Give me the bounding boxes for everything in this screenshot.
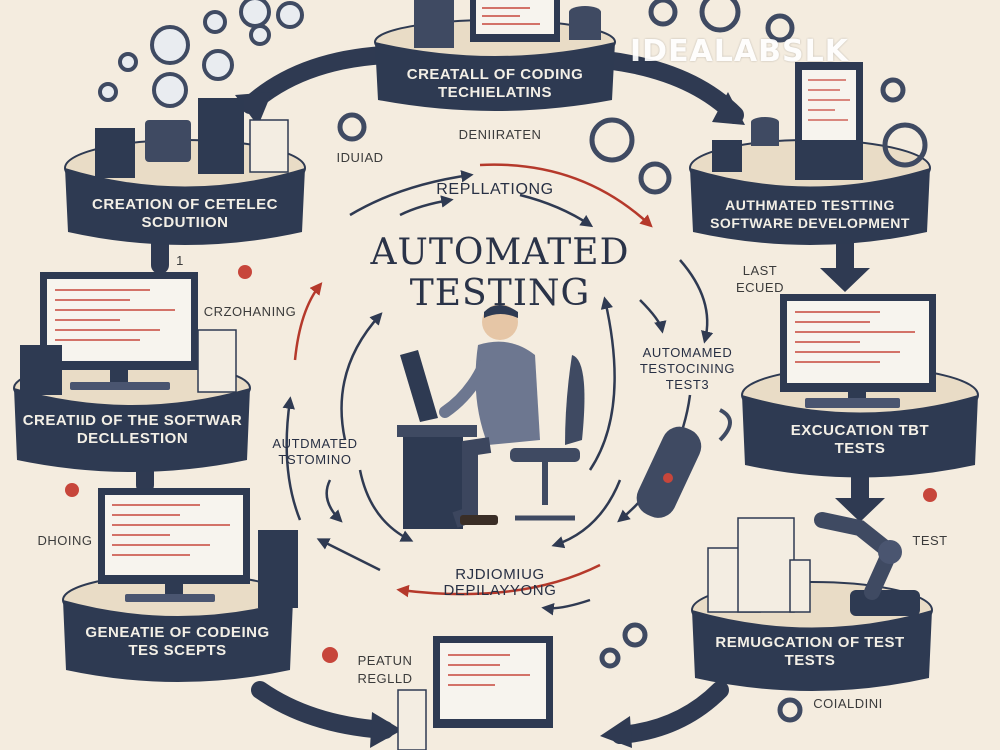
- inner-arrow-7: [541, 598, 591, 616]
- network-nodes-icon: [98, 0, 304, 108]
- inner-arrow-9: [282, 396, 302, 521]
- inner-arrow-2: [519, 193, 594, 228]
- inner-arrow-red-left: [293, 282, 323, 361]
- platform-upper-right: [689, 139, 931, 245]
- monitor-icon: [397, 636, 553, 750]
- arrowhead-right-2: [835, 498, 885, 522]
- outer-arrow-bottom-left: [251, 681, 394, 739]
- inner-arrow-red-top: [479, 163, 653, 228]
- scanner-icon: [636, 408, 732, 518]
- arrow-step-number: 1: [176, 253, 184, 268]
- monitor-icon: [414, 0, 560, 48]
- inner-arrow-6: [551, 479, 622, 549]
- inner-arrow-1: [349, 170, 474, 217]
- note-iduad: IDUIAD: [336, 150, 384, 165]
- inner-arrow-14: [325, 479, 343, 523]
- note-deniraten: DENIIRATEN: [458, 127, 542, 142]
- outer-arrow-bottom-right: [611, 681, 729, 744]
- server-icon: [95, 98, 289, 178]
- inner-arrow-12: [588, 296, 616, 471]
- arrowhead-bottom-right: [600, 716, 632, 748]
- arrowhead-bottom-left: [370, 712, 402, 748]
- note-crzohaning: CRZOHANING: [203, 304, 297, 319]
- location-pin-icon: [65, 265, 937, 663]
- stage-label-upper-left: CREATION OF CETELEC SCDUTIION: [92, 196, 278, 231]
- inner-arrow-red-bottom: [396, 563, 601, 598]
- inner-cycle-arrows: [282, 163, 714, 616]
- inner-arrow-11: [358, 469, 414, 542]
- note-automated-right: AUTOMAMED TESTOCINING TEST3: [639, 345, 736, 392]
- gear-icon: [337, 0, 928, 723]
- database-icon: [569, 6, 779, 146]
- stage-label-top: CREATALL OF CODING TECHIELATINS: [406, 66, 584, 101]
- arrowhead-right-1: [820, 268, 870, 292]
- note-test: TEST: [912, 533, 948, 548]
- watermark-logo: IDEALABSLK: [630, 34, 849, 69]
- monitor-icon: [780, 294, 936, 408]
- note-last-ecued: LAST ECUED: [735, 263, 784, 295]
- person-icon: [397, 304, 585, 529]
- stage-label-lower-right: REMUGCATION OF TEST TESTS: [715, 634, 905, 669]
- stage-label-mid-left: CREATIID OF THE SOFTWAR DECLLESTION: [22, 412, 243, 447]
- arrowhead-top-right: [712, 92, 745, 125]
- outer-arrow-top-left: [241, 46, 394, 114]
- stage-label-mid-right: EXCUCATION TBT TESTS: [790, 422, 930, 457]
- note-automated-left: AUTDMATED TSTOMINO: [272, 436, 358, 467]
- monitor-icon: [20, 272, 237, 395]
- inner-arrow-8: [316, 538, 381, 572]
- robot-arm-icon: [814, 512, 920, 616]
- note-coialdini: COIALDINI: [813, 696, 883, 711]
- note-replating: REPLLATIONG: [436, 181, 554, 198]
- stage-label-upper-right: AUTHMATED TESTTING SOFTWARE DEVELOPMENT: [710, 197, 910, 231]
- note-dhoing: DHOING: [37, 533, 93, 548]
- outer-arrow-heads: [132, 92, 885, 748]
- inner-arrow-10: [340, 312, 383, 441]
- arrowhead-top-left: [235, 92, 272, 126]
- note-peatun: PEATUN REGLLD: [357, 653, 413, 686]
- monitor-icon: [98, 488, 298, 608]
- inner-arrow-3: [399, 195, 454, 217]
- inner-arrow-13: [639, 299, 667, 334]
- monitor-icon: [712, 62, 863, 180]
- main-title: AUTOMATED TESTING: [370, 232, 630, 314]
- document-stack-icon: [707, 517, 811, 613]
- inner-arrow-4: [679, 259, 714, 344]
- note-rudiomiug: RJDIOMIUG DEPILAYYONG: [443, 566, 557, 599]
- stage-label-lower-left: GENEATIE OF CODEING TES SCEPTS: [85, 624, 270, 659]
